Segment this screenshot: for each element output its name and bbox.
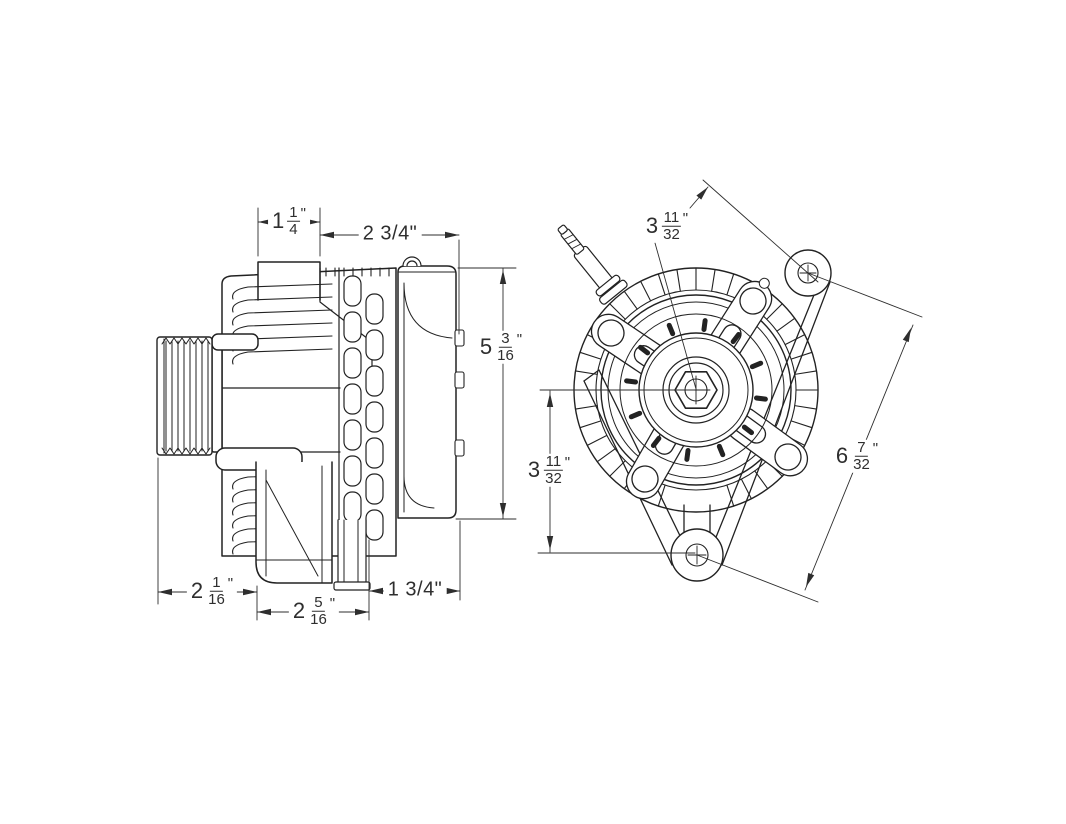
dim-denominator: 16: [497, 346, 514, 364]
front-mounting-foot: [255, 461, 333, 584]
cover-tab: [454, 439, 465, 457]
top-boss: [257, 261, 321, 301]
dim-text: 1 3/4": [387, 578, 443, 601]
dim-whole: 6: [835, 443, 849, 468]
dim-whole: 2: [190, 578, 204, 603]
dimension-label-foot-to-rear: 1 3/4": [383, 578, 447, 602]
dim-numerator: 3: [499, 329, 512, 348]
nose-cap-top: [211, 333, 259, 351]
dim-numerator: 1: [210, 573, 223, 592]
dim-denominator: 16: [310, 610, 327, 628]
dim-denominator: 32: [853, 455, 870, 473]
dim-numerator: 1: [287, 203, 300, 222]
dim-numerator: 7: [855, 438, 868, 457]
dim-whole: 3: [645, 213, 659, 238]
dim-unit: ": [872, 439, 879, 457]
cover-tab: [454, 329, 465, 347]
hub-plate: [211, 341, 223, 453]
dimension-label-case-length: 2 3/4": [358, 222, 422, 246]
dim-text: 2 3/4": [362, 222, 418, 245]
dim-denominator: 4: [289, 220, 298, 238]
dim-unit: ": [516, 330, 523, 348]
dim-denominator: 32: [663, 225, 680, 243]
dim-unit: ": [329, 594, 336, 612]
dim-numerator: 5: [312, 593, 325, 612]
cooling-fins-bottom: [232, 473, 333, 555]
cover-stud: [402, 256, 422, 267]
dim-denominator: 32: [545, 469, 562, 487]
stator-windings: [343, 275, 384, 541]
rear-cover: [397, 256, 465, 519]
rear-mounting-lug: [333, 519, 371, 591]
dim-whole: 1: [272, 208, 285, 233]
dim-numerator: 11: [543, 452, 564, 471]
dim-whole: 5: [479, 334, 493, 359]
cover-tab: [454, 371, 465, 389]
dim-unit: ": [227, 574, 234, 592]
dim-unit: ": [300, 204, 306, 222]
side-view: [156, 256, 465, 591]
dim-numerator: 11: [661, 208, 682, 227]
dim-unit: ": [564, 453, 571, 471]
rivet-bumps: [624, 318, 768, 462]
battery-terminal-stud: [557, 224, 628, 305]
dim-unit: ": [682, 209, 689, 227]
shaft-and-pulley-face: [619, 313, 773, 467]
dimension-arrowheads: [158, 187, 911, 616]
dim-denominator: 16: [208, 590, 225, 608]
front-view: [557, 224, 832, 582]
pulley: [156, 336, 213, 456]
dim-whole: 3: [527, 457, 541, 482]
stator-top-castellation: [325, 267, 390, 277]
dim-whole: 2: [292, 598, 306, 623]
